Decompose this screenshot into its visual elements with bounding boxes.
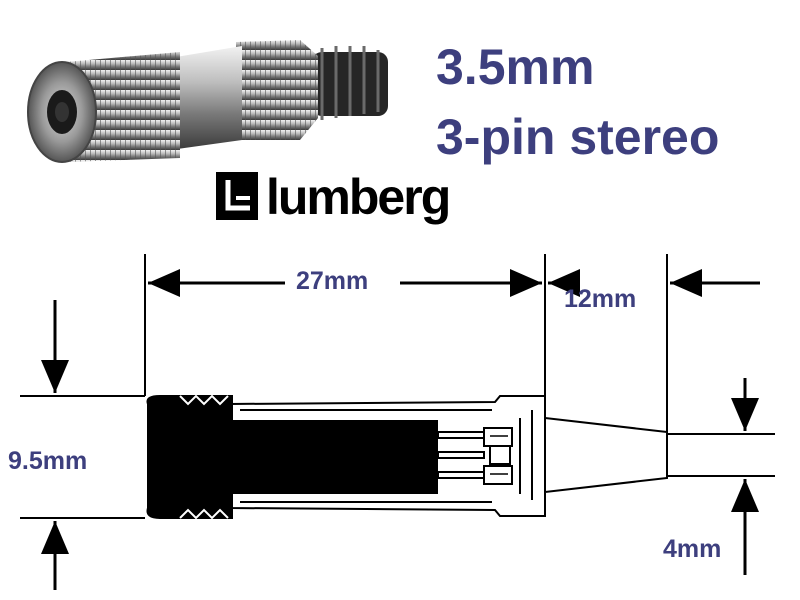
arrowhead bbox=[41, 521, 69, 554]
arrowhead bbox=[670, 269, 702, 297]
connector-photo-group bbox=[27, 40, 388, 163]
dimension-diameter-label: 9.5mm bbox=[8, 447, 88, 475]
arrowhead bbox=[510, 269, 542, 297]
dimension-length-label: 27mm bbox=[296, 267, 369, 295]
connector-drawing bbox=[146, 394, 668, 520]
arrowhead bbox=[41, 360, 69, 393]
arrowhead bbox=[148, 269, 180, 297]
dimension-cable-label: 4mm bbox=[663, 535, 722, 563]
connector-type-title: 3-pin stereo bbox=[436, 109, 720, 165]
dimension-tail-label: 12mm bbox=[564, 285, 637, 313]
connector-size-title: 3.5mm bbox=[436, 39, 595, 95]
arrowhead bbox=[548, 269, 580, 297]
brand-name: lumberg bbox=[266, 169, 451, 225]
arrowhead bbox=[731, 479, 759, 512]
photo-strain-relief bbox=[312, 46, 388, 120]
arrowhead bbox=[731, 398, 759, 431]
